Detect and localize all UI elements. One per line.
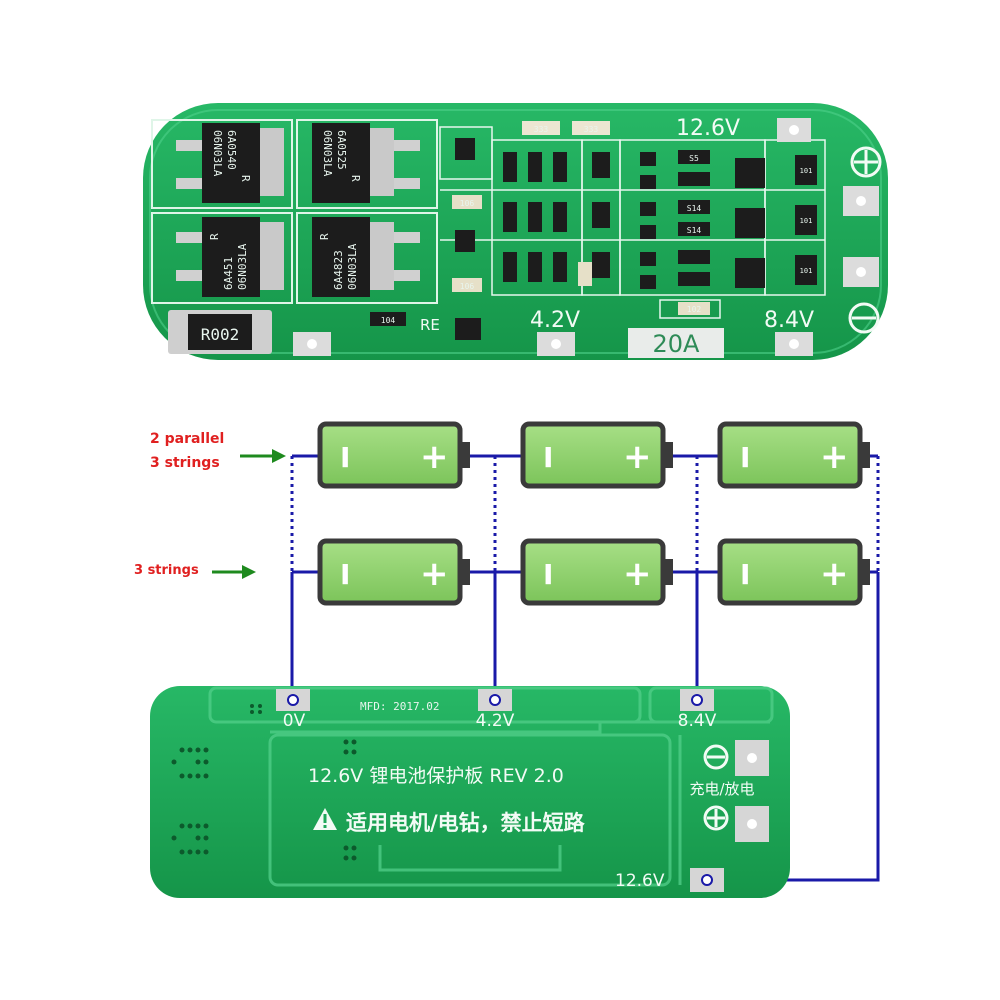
battery-minus-sign: I: [740, 441, 750, 474]
chip-code-11: S14: [687, 204, 702, 213]
chip-code-9: 101: [800, 267, 813, 275]
mosfet-1-line1: 06N03LA: [211, 130, 224, 177]
arrow-right-icon: [240, 449, 286, 463]
chip-code-4: 106: [460, 282, 475, 291]
mosfet-1-line3: R: [239, 175, 252, 182]
bottom-label-0v: 0V: [283, 711, 306, 731]
sense-resistor: R002: [168, 310, 272, 354]
battery-plus-sign: +: [420, 437, 449, 477]
battery-minus-sign: I: [340, 558, 350, 591]
chip-code-10: S5: [689, 154, 699, 163]
mosfet-2-line3: R: [349, 175, 362, 182]
chip-code-5: 104: [381, 316, 396, 325]
charge-discharge-label: 充电/放电: [689, 780, 754, 798]
bottom-pcb-board: 0V 4.2V 8.4V 12.6V MFD: 2017.02 12.6V 锂电…: [150, 686, 790, 898]
current-rating: 20A: [653, 330, 701, 358]
battery-r1-c2: I +: [520, 421, 673, 489]
battery-minus-sign: I: [340, 441, 350, 474]
battery-r2-c3: I +: [717, 538, 870, 606]
battery-plus-sign: +: [420, 554, 449, 594]
label-parallel-line1: 2 parallel: [150, 431, 224, 447]
mosfet-4-line1: 06N03LA: [346, 243, 359, 290]
arrow-right-icon: [212, 565, 256, 579]
board-title: 12.6V 锂电池保护板 REV 2.0: [308, 765, 564, 787]
plus-symbol-icon: [850, 146, 882, 178]
chip-code-6: 102: [687, 305, 702, 314]
mosfet-3: 06N03LA 6A451 R: [176, 217, 284, 297]
mosfet-4-line2: 6A4823: [332, 250, 345, 290]
warning-icon: [313, 808, 337, 830]
mosfet-1-line2: 6A0540: [225, 130, 238, 170]
battery-plus-sign: +: [820, 437, 849, 477]
top-pcb-board: 06N03LA 6A0540 R 06N03LA 6A0525 R 06N03L…: [143, 103, 888, 360]
mosfet-4: 06N03LA 6A4823 R: [312, 217, 420, 297]
battery-r2-c1: I +: [317, 538, 470, 606]
battery-r1-c3: I +: [717, 421, 870, 489]
mosfet-1: 06N03LA 6A0540 R: [176, 123, 284, 203]
mosfet-3-line3: R: [208, 233, 221, 240]
battery-wiring: 2 parallel 3 strings 3 strings: [134, 421, 880, 882]
battery-minus-sign: I: [543, 558, 553, 591]
chip-code-2: 333: [584, 125, 599, 134]
chip-code-12: S14: [687, 226, 702, 235]
minus-symbol-icon: [703, 744, 729, 770]
mosfet-2-line2: 6A0525: [335, 130, 348, 170]
series-wires: [290, 454, 880, 882]
mosfet-2: 06N03LA 6A0525 R: [312, 123, 420, 203]
mosfet-3-line1: 06N03LA: [236, 243, 249, 290]
top-label-re: RE: [420, 316, 440, 334]
current-rating-box: [628, 328, 724, 358]
battery-r1-c1: I +: [317, 421, 470, 489]
plus-symbol-icon: [703, 805, 729, 831]
top-label-12-6v: 12.6V: [676, 116, 740, 141]
bottom-label-8-4v: 8.4V: [678, 711, 717, 731]
chip-code-7: 101: [800, 167, 813, 175]
battery-r2-c2: I +: [520, 538, 673, 606]
label-series: 3 strings: [134, 563, 199, 578]
chip-code-8: 101: [800, 217, 813, 225]
bottom-pcb-substrate: [150, 686, 790, 898]
battery-minus-sign: I: [740, 558, 750, 591]
bottom-board-pads: [276, 689, 769, 892]
chip-code-1: 333: [534, 125, 549, 134]
battery-plus-sign: +: [623, 437, 652, 477]
bottom-label-4-2v: 4.2V: [476, 711, 515, 731]
battery-minus-sign: I: [543, 441, 553, 474]
battery-plus-sign: +: [623, 554, 652, 594]
date-code: MFD: 2017.02: [360, 700, 439, 713]
top-board-pads: [293, 118, 879, 356]
bottom-label-12-6v: 12.6V: [615, 871, 665, 891]
warning-text: 适用电机/电钻，禁止短路: [346, 811, 586, 835]
battery-plus-sign: +: [820, 554, 849, 594]
mosfet-3-line2: 6A451: [222, 257, 235, 290]
mosfet-4-line3: R: [318, 233, 331, 240]
top-label-4-2v: 4.2V: [530, 308, 580, 333]
top-label-8-4v: 8.4V: [764, 308, 814, 333]
mosfet-2-line1: 06N03LA: [321, 130, 334, 177]
via-grid: [171, 704, 357, 861]
minus-symbol-icon: [848, 302, 880, 334]
parallel-links-dotted: [290, 456, 880, 572]
resistor-code: R002: [201, 325, 240, 344]
smd-components: 333 333 106 106 104: [370, 121, 817, 340]
chip-code-3: 106: [460, 199, 475, 208]
label-parallel-line2: 3 strings: [150, 455, 220, 471]
